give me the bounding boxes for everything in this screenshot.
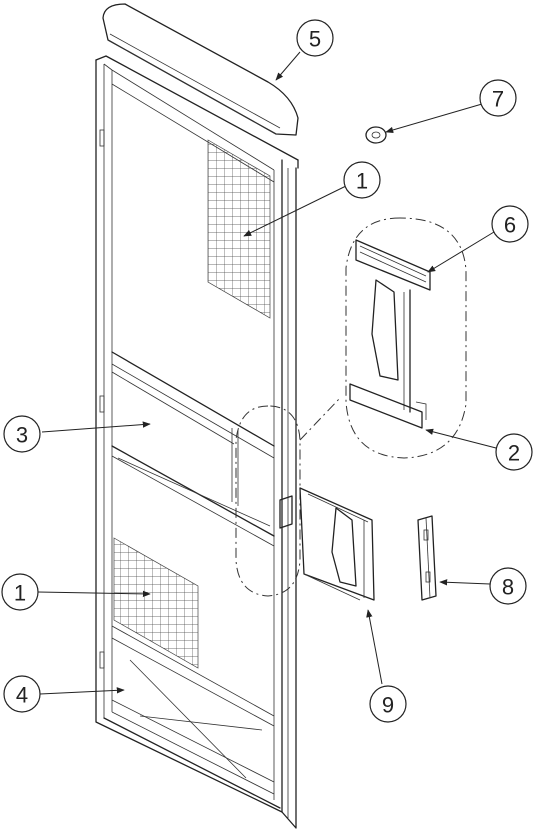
callout-2: 2 bbox=[496, 434, 532, 470]
leader-lines bbox=[38, 52, 496, 694]
svg-text:5: 5 bbox=[309, 27, 321, 52]
callout-5: 5 bbox=[297, 20, 333, 56]
svg-text:2: 2 bbox=[508, 441, 520, 466]
callout-6: 6 bbox=[492, 206, 528, 242]
callout-1-upper: 1 bbox=[344, 162, 380, 198]
svg-text:4: 4 bbox=[16, 683, 28, 708]
screen-mesh-lower bbox=[114, 538, 198, 668]
callout-7: 7 bbox=[480, 80, 516, 116]
detail-circle-small bbox=[236, 406, 300, 596]
callout-9: 9 bbox=[370, 686, 406, 722]
spacer-part bbox=[366, 127, 386, 143]
rail-insert-part bbox=[300, 488, 374, 600]
svg-text:1: 1 bbox=[14, 581, 26, 606]
detail-link bbox=[300, 398, 340, 440]
svg-text:3: 3 bbox=[16, 423, 28, 448]
svg-text:8: 8 bbox=[502, 575, 514, 600]
svg-text:9: 9 bbox=[382, 693, 394, 718]
callout-1-lower: 1 bbox=[2, 574, 38, 610]
bracket-part bbox=[418, 516, 436, 600]
rail-profile-detail bbox=[350, 240, 430, 428]
svg-text:6: 6 bbox=[504, 213, 516, 238]
svg-text:1: 1 bbox=[356, 169, 368, 194]
callout-8: 8 bbox=[490, 568, 526, 604]
callout-4: 4 bbox=[4, 676, 40, 712]
middle-rail bbox=[112, 352, 274, 546]
svg-text:7: 7 bbox=[492, 87, 504, 112]
callout-3: 3 bbox=[4, 416, 40, 452]
screen-mesh-upper bbox=[208, 140, 270, 318]
